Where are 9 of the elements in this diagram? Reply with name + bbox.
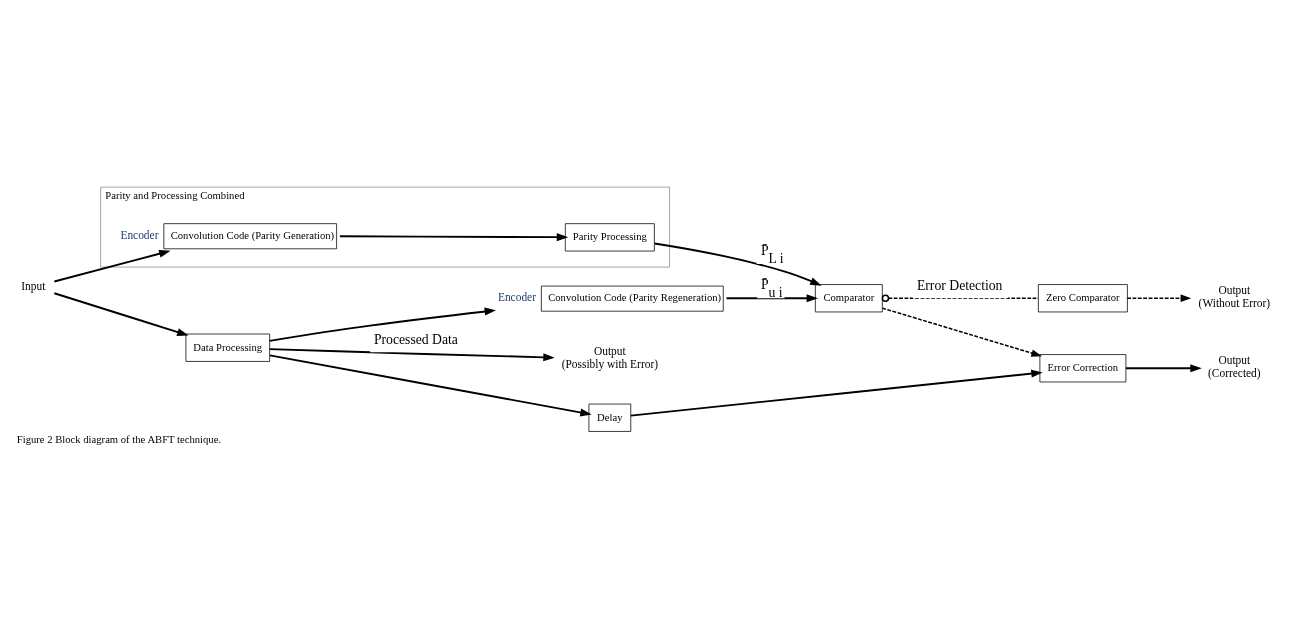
node-text: Output (Possibly with Error) bbox=[561, 344, 659, 370]
node-text: Input bbox=[21, 279, 46, 291]
node-text: Output (Corrected) bbox=[1208, 353, 1261, 379]
edge-label: Error Detection bbox=[916, 277, 1003, 293]
node-label: Encoder bbox=[497, 290, 536, 303]
node-label: Encoder bbox=[120, 228, 159, 241]
edge-label: Processed Data bbox=[373, 331, 458, 347]
node-text: Output (Without Error) bbox=[1198, 283, 1271, 309]
caption: Figure 2 Block diagram of the ABFT technique. bbox=[16, 433, 222, 445]
